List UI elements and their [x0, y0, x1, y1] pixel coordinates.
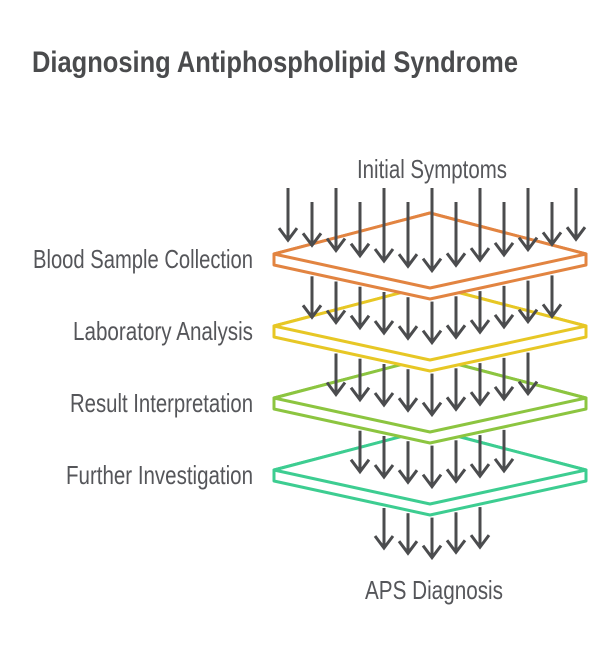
flow-arrowhead — [445, 252, 467, 268]
flow-arrowhead — [517, 236, 539, 253]
plate-top-face — [272, 427, 588, 506]
flow-arrowhead — [373, 535, 395, 551]
flow-arrowhead — [469, 534, 491, 550]
flow-arrowhead — [421, 401, 443, 418]
flow-arrowhead — [493, 313, 515, 330]
flow-arrowhead — [445, 468, 467, 484]
flow-arrowhead — [397, 469, 419, 485]
stage-plate-further-investigation — [272, 427, 588, 517]
flow-arrowhead — [373, 320, 395, 336]
flow-arrowhead — [349, 314, 371, 331]
stage-label-laboratory-analysis: Laboratory Analysis — [73, 316, 253, 346]
flow-arrowhead — [469, 391, 491, 407]
flow-arrowhead — [421, 329, 443, 346]
flow-arrowhead — [469, 463, 491, 479]
flow-arrowhead — [565, 226, 587, 242]
flow-arrowhead — [349, 458, 371, 475]
flow-arrowhead — [397, 540, 419, 556]
flow-arrowhead — [373, 464, 395, 480]
flow-arrowhead — [469, 247, 491, 263]
flow-arrowhead — [493, 457, 515, 474]
flow-arrowhead — [445, 396, 467, 412]
flow-arrowhead — [445, 324, 467, 340]
flow-arrowhead — [325, 309, 347, 325]
flow-arrowhead — [301, 304, 323, 320]
stage-label-blood-sample-collection: Blood Sample Collection — [33, 244, 253, 274]
flow-arrowhead — [493, 385, 515, 402]
sink-label: APS Diagnosis — [365, 575, 503, 605]
flow-arrowhead — [325, 381, 347, 397]
flow-arrowhead — [373, 248, 395, 264]
flow-arrowhead — [301, 232, 323, 248]
stage-label-result-interpretation: Result Interpretation — [70, 388, 253, 418]
flow-arrowhead — [421, 544, 443, 561]
source-label: Initial Symptoms — [357, 154, 507, 184]
flow-arrowhead — [469, 319, 491, 335]
flow-arrowhead — [349, 242, 371, 259]
flow-arrows — [277, 188, 587, 561]
flow-arrowhead — [445, 539, 467, 555]
flow-arrowhead — [541, 303, 563, 319]
flow-arrowhead — [325, 237, 347, 253]
stage-plate-blood-sample-collection — [272, 211, 588, 301]
stage-label-further-investigation: Further Investigation — [66, 460, 253, 490]
stage-plate-laboratory-analysis — [272, 283, 588, 373]
flow-arrowhead — [349, 386, 371, 403]
flow-arrowhead — [373, 392, 395, 408]
flow-arrowhead — [517, 380, 539, 397]
flow-arrowhead — [421, 257, 443, 274]
flow-arrowhead — [493, 241, 515, 258]
flow-arrowhead — [517, 308, 539, 325]
flow-arrowhead — [541, 231, 563, 247]
plate-top-face — [272, 211, 588, 290]
flow-arrowhead — [397, 325, 419, 341]
page-title: Diagnosing Antiphospholipid Syndrome — [32, 46, 518, 79]
flow-arrowhead — [397, 397, 419, 413]
flow-arrowhead — [397, 253, 419, 269]
flow-arrowhead — [277, 227, 299, 243]
flow-arrowhead — [421, 473, 443, 490]
